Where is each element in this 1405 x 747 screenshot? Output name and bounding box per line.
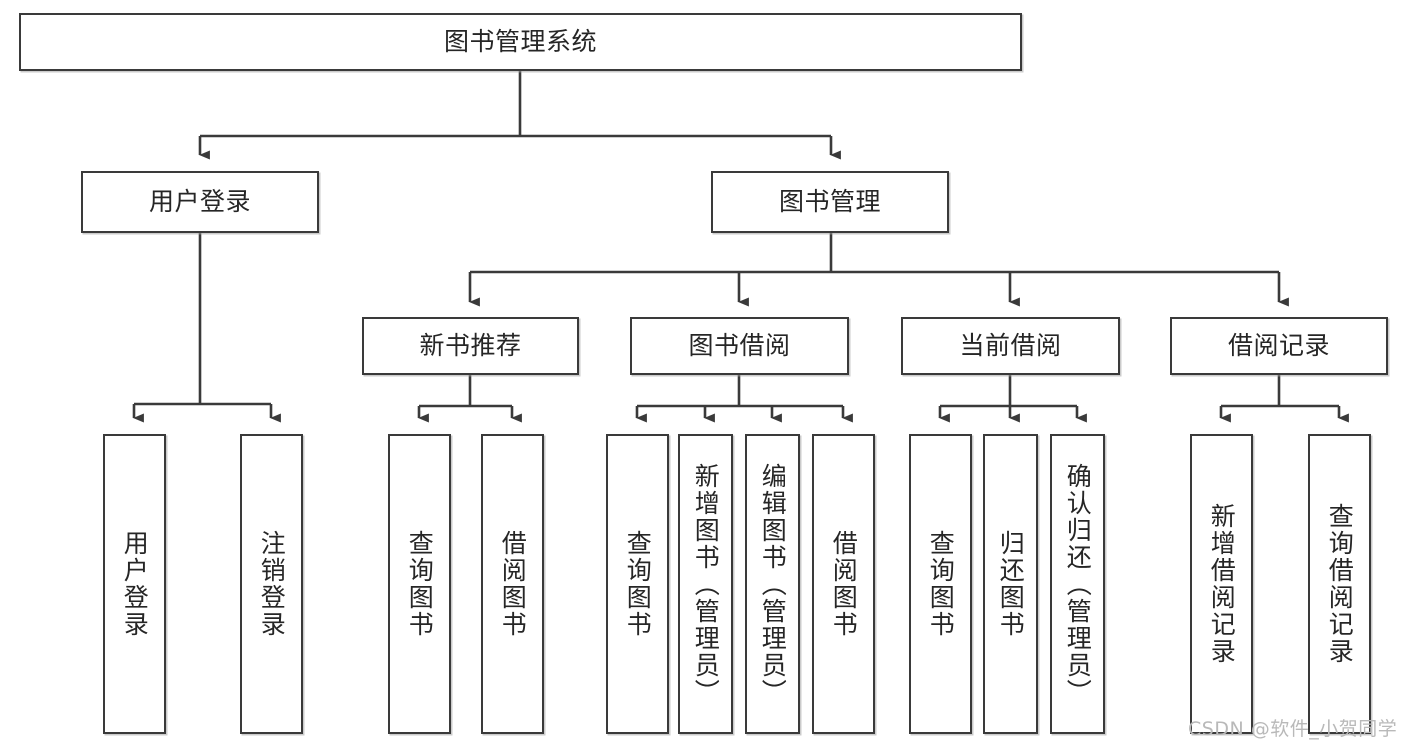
- node-leaf-edit-book-label: 编辑图书（管理员）: [758, 462, 788, 706]
- node-leaf-add-record[interactable]: 新增借阅记录: [1190, 434, 1253, 734]
- node-leaf-confirm-return-label: 确认归还（管理员）: [1063, 462, 1093, 706]
- node-leaf-query-record-label: 查询借阅记录: [1325, 503, 1355, 665]
- node-leaf-edit-book[interactable]: 编辑图书（管理员）: [745, 434, 800, 734]
- node-user-login[interactable]: 用户登录: [81, 171, 319, 233]
- node-leaf-query-book-1[interactable]: 查询图书: [388, 434, 451, 734]
- node-book-borrow-label: 图书借阅: [688, 331, 791, 361]
- node-leaf-borrow-book-1-label: 借阅图书: [498, 530, 528, 638]
- node-book-borrow[interactable]: 图书借阅: [630, 317, 849, 375]
- node-leaf-query-book-2-label: 查询图书: [623, 530, 653, 638]
- node-leaf-logout-label: 注销登录: [257, 530, 287, 638]
- node-leaf-return-book-label: 归还图书: [996, 530, 1026, 638]
- node-leaf-query-book-2[interactable]: 查询图书: [606, 434, 669, 734]
- node-leaf-add-record-label: 新增借阅记录: [1207, 503, 1237, 665]
- node-leaf-borrow-book-2-label: 借阅图书: [829, 530, 859, 638]
- node-root[interactable]: 图书管理系统: [19, 13, 1022, 71]
- node-leaf-borrow-book-2[interactable]: 借阅图书: [812, 434, 875, 734]
- node-leaf-query-book-3[interactable]: 查询图书: [909, 434, 972, 734]
- node-borrow-record-label: 借阅记录: [1227, 331, 1330, 361]
- node-leaf-query-record[interactable]: 查询借阅记录: [1308, 434, 1371, 734]
- node-current-borrow-label: 当前借阅: [959, 331, 1062, 361]
- node-new-book-recommend-label: 新书推荐: [419, 331, 522, 361]
- node-leaf-logout[interactable]: 注销登录: [240, 434, 303, 734]
- node-leaf-user-login[interactable]: 用户登录: [103, 434, 166, 734]
- node-leaf-add-book-label: 新增图书（管理员）: [691, 462, 721, 706]
- node-book-manage-label: 图书管理: [778, 187, 881, 217]
- node-user-login-label: 用户登录: [148, 187, 251, 217]
- node-borrow-record[interactable]: 借阅记录: [1170, 317, 1388, 375]
- node-leaf-user-login-label: 用户登录: [120, 530, 150, 638]
- node-leaf-add-book[interactable]: 新增图书（管理员）: [678, 434, 733, 734]
- node-root-label: 图书管理系统: [443, 27, 597, 57]
- node-leaf-confirm-return[interactable]: 确认归还（管理员）: [1050, 434, 1105, 734]
- node-current-borrow[interactable]: 当前借阅: [901, 317, 1120, 375]
- node-leaf-borrow-book-1[interactable]: 借阅图书: [481, 434, 544, 734]
- node-new-book-recommend[interactable]: 新书推荐: [362, 317, 579, 375]
- node-leaf-query-book-1-label: 查询图书: [405, 530, 435, 638]
- node-leaf-return-book[interactable]: 归还图书: [983, 434, 1038, 734]
- node-leaf-query-book-3-label: 查询图书: [926, 530, 956, 638]
- csdn-watermark: CSDN @软件_小贺同学: [1188, 718, 1398, 740]
- node-book-manage[interactable]: 图书管理: [711, 171, 949, 233]
